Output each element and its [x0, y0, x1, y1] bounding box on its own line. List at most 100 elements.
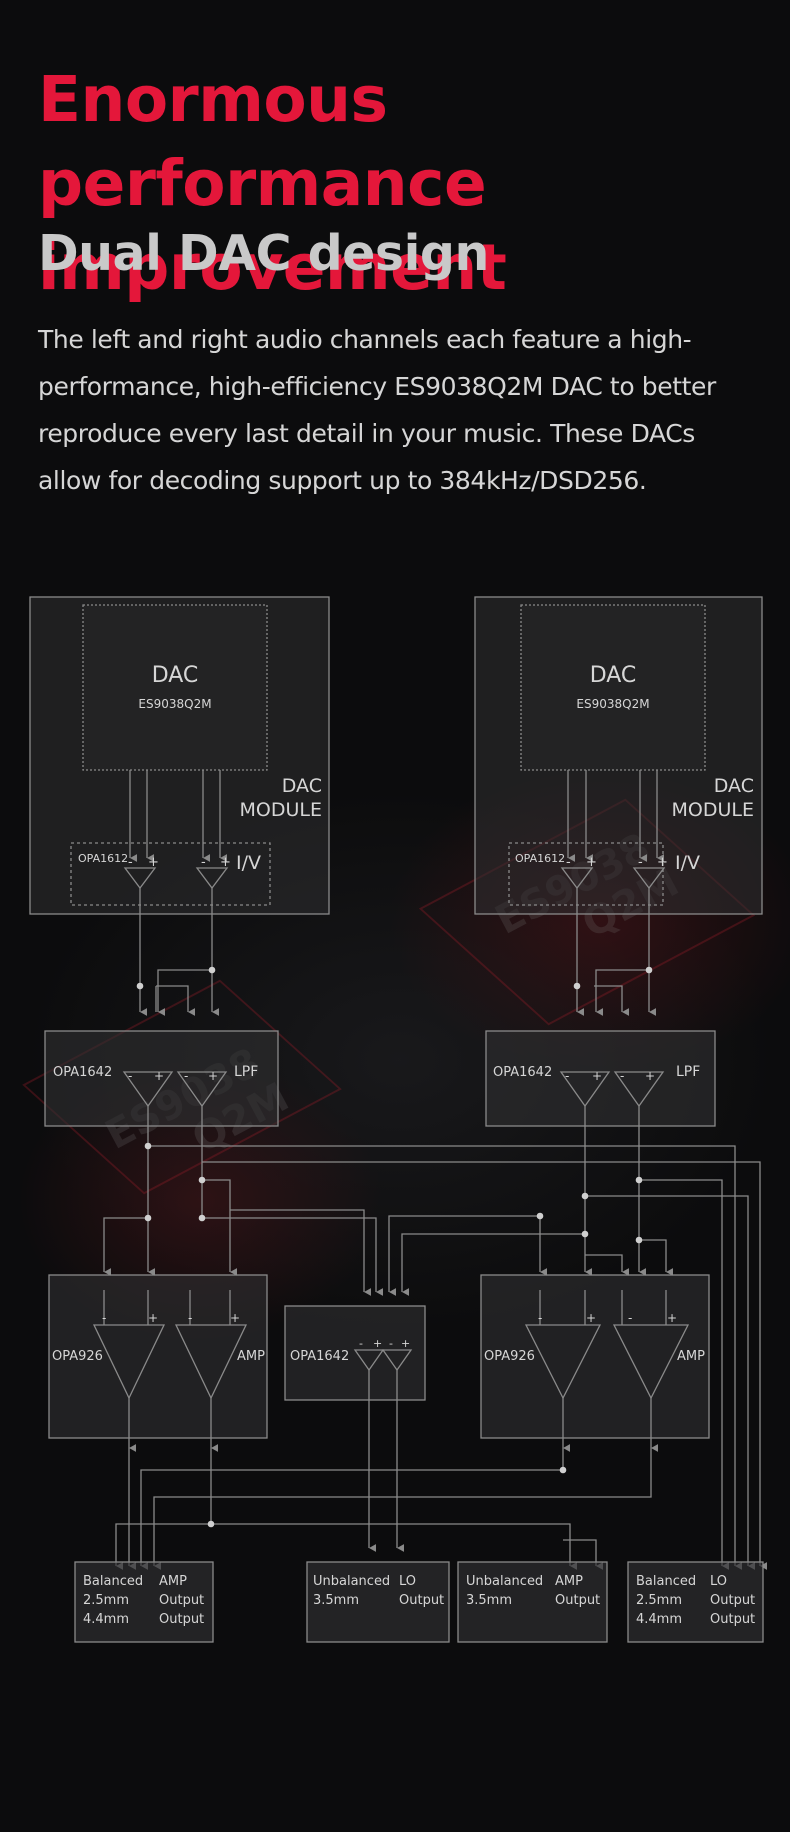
output-line1: Balanced	[83, 1574, 143, 1589]
iv-pin-right: -	[566, 855, 571, 870]
amp-pin-left: +	[148, 1311, 158, 1325]
dac-chip-right	[520, 604, 706, 771]
iv-opamp-right-a	[560, 867, 594, 890]
lpf-opamp-right-b	[613, 1071, 665, 1108]
amp-opamp-left-a	[92, 1324, 166, 1400]
amp-pin-center: +	[401, 1337, 410, 1350]
iv-opamp-left-a	[123, 867, 157, 890]
lpf-opamp-left-a	[122, 1071, 174, 1108]
iv-pin-right: -	[638, 855, 643, 870]
amp-pin-center: +	[373, 1337, 382, 1350]
amp-to-output-routing	[115, 1370, 659, 1570]
iv-to-lpf-routing-right	[576, 888, 657, 1016]
iv-pin-right: +	[657, 855, 668, 870]
output-label-unbalanced-amp: Unbalanced 3.5mm AMP Output	[466, 1574, 600, 1608]
amp-opamp-left-b	[174, 1324, 248, 1400]
dac-right-module-line2: MODULE	[672, 799, 754, 821]
dac-left-chip: ES9038Q2M	[138, 697, 211, 711]
amp-block-right	[480, 1274, 710, 1439]
amp-pin-left: -	[188, 1311, 192, 1325]
amp-opamp-center-a	[353, 1349, 385, 1372]
output-out2: Output	[555, 1593, 600, 1608]
output-out2: Output	[710, 1593, 755, 1608]
amp-pin-left: +	[230, 1311, 240, 1325]
output-out1: LO	[399, 1574, 416, 1589]
junction-dots	[136, 966, 653, 1528]
output-label-unbalanced-lo: Unbalanced 3.5mm LO Output	[313, 1574, 444, 1608]
subhead: Dual DAC design	[38, 225, 489, 282]
lpf-pin-right: -	[565, 1069, 569, 1083]
dac-right-title: DAC	[590, 663, 637, 688]
amp-pin-center: -	[389, 1337, 393, 1350]
iv-pin-left: -	[201, 855, 206, 870]
lpf-to-amp-routing	[103, 1106, 768, 1570]
amp-pin-center: -	[359, 1337, 363, 1350]
amp-right-label: AMP	[677, 1349, 705, 1364]
lpf-opamp-left-b	[176, 1071, 228, 1108]
amp-pin-right: -	[628, 1311, 632, 1325]
output-out1: AMP	[555, 1574, 583, 1589]
lpf-pin-left: -	[184, 1069, 188, 1083]
output-out3: Output	[710, 1612, 755, 1627]
output-out2: Output	[159, 1593, 204, 1608]
dac-right-chip: ES9038Q2M	[576, 697, 649, 711]
amp-pin-left: -	[102, 1311, 106, 1325]
output-line3: 4.4mm	[83, 1612, 129, 1627]
output-label-balanced-amp: Balanced 2.5mm 4.4mm AMP Output Output	[83, 1574, 204, 1627]
iv-pin-left: +	[148, 855, 159, 870]
amp-pin-right: +	[586, 1311, 596, 1325]
iv-label-right: I/V	[675, 852, 700, 874]
lpf-opamp-right-a	[559, 1071, 611, 1108]
lpf-pin-right: -	[620, 1069, 624, 1083]
output-line2: 3.5mm	[313, 1593, 359, 1608]
iv-opamp-right-b	[632, 867, 666, 890]
amp-pin-right: -	[538, 1311, 542, 1325]
lpf-pin-left: +	[154, 1069, 164, 1083]
output-out1: LO	[710, 1574, 727, 1589]
amp-opamp-center-b	[381, 1349, 413, 1372]
output-label-balanced-lo: Balanced 2.5mm 4.4mm LO Output Output	[636, 1574, 755, 1627]
iv-pin-left: -	[128, 855, 133, 870]
amp-pin-right: +	[667, 1311, 677, 1325]
dac-to-iv-lines-left	[129, 770, 228, 862]
output-box-balanced-lo	[627, 1561, 764, 1643]
iv-amp-left: OPA1612	[78, 852, 128, 865]
output-out1: AMP	[159, 1574, 187, 1589]
dac-left-module-line1: DAC	[282, 775, 322, 797]
output-line1: Unbalanced	[313, 1574, 390, 1589]
output-line2: 2.5mm	[636, 1593, 682, 1608]
lpf-left-label: LPF	[234, 1064, 258, 1080]
lpf-pin-right: +	[645, 1069, 655, 1083]
output-out2: Output	[399, 1593, 444, 1608]
output-box-unbalanced-lo	[306, 1561, 450, 1643]
iv-pin-left: +	[220, 855, 231, 870]
dac-chip-left	[82, 604, 268, 771]
lpf-left-amp: OPA1642	[53, 1065, 112, 1080]
lpf-block-left	[44, 1030, 279, 1127]
dac-left-module-line2: MODULE	[240, 799, 322, 821]
output-line2: 3.5mm	[466, 1593, 512, 1608]
amp-left-amp: OPA926	[52, 1349, 103, 1364]
lpf-pin-left: -	[128, 1069, 132, 1083]
headline: Enormous performance improvement	[38, 63, 507, 304]
iv-amp-right: OPA1612	[515, 852, 565, 865]
dac-right-module-line1: DAC	[714, 775, 754, 797]
iv-pin-right: +	[586, 855, 597, 870]
amp-block-center	[284, 1305, 426, 1401]
amp-center-amp: OPA1642	[290, 1349, 349, 1364]
lpf-right-amp: OPA1642	[493, 1065, 552, 1080]
output-line1: Balanced	[636, 1574, 696, 1589]
dac-to-iv-lines-right	[567, 770, 665, 862]
dac-left-title: DAC	[152, 663, 199, 688]
lpf-block-right	[485, 1030, 716, 1127]
lpf-pin-left: +	[208, 1069, 218, 1083]
output-line1: Unbalanced	[466, 1574, 543, 1589]
output-box-balanced-amp	[74, 1561, 214, 1643]
output-out3: Output	[159, 1612, 204, 1627]
output-line2: 2.5mm	[83, 1593, 129, 1608]
iv-stage-left	[70, 842, 271, 906]
amp-opamp-right-b	[612, 1324, 690, 1400]
iv-label-left: I/V	[236, 852, 261, 874]
output-box-unbalanced-amp	[457, 1561, 608, 1643]
